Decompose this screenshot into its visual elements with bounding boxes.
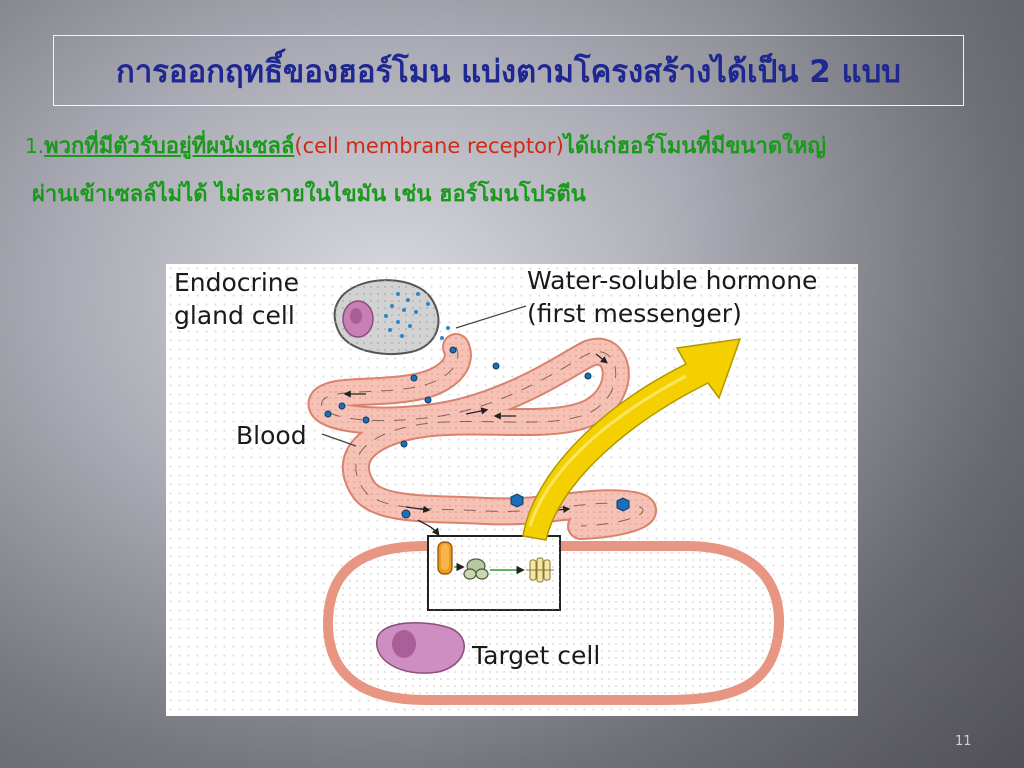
g-protein-icon — [463, 558, 489, 580]
bullet-item-1-continued: ผ่านเข้าเซลล์ไม่ได้ ไม่ละลายในไขมัน เช่น… — [32, 182, 586, 207]
label-blood: Blood — [236, 421, 307, 450]
hormone-granules — [384, 292, 450, 340]
effector-enzyme-icon — [526, 557, 554, 583]
label-water-soluble-hormone: Water-soluble hormone (first messenger) — [527, 264, 857, 330]
hormone-diagram: Endocrine gland cell Water-soluble hormo… — [166, 264, 858, 716]
label-gland-line1: Endocrine — [174, 268, 299, 297]
bullet-underlined-text: พวกที่มีตัวรับอยู่ที่ผนังเซลล์ — [44, 134, 295, 159]
slide-title: การออกฤทธิ์ของฮอร์โมน แบ่งตามโครงสร้างได… — [116, 53, 901, 90]
label-gland-line2: gland cell — [174, 301, 295, 330]
bullet-rest-text: ได้แก่ฮอร์โมนที่มีขนาดใหญ่ — [563, 134, 827, 159]
label-target-cell: Target cell — [472, 641, 601, 670]
signal-arrow-icon — [522, 338, 742, 541]
bullet-english-term: (cell membrane receptor) — [294, 134, 564, 158]
bullet-item-1: 1.พวกที่มีตัวรับอยู่ที่ผนังเซลล์(cell me… — [25, 128, 826, 163]
diagram-illustration — [307, 279, 784, 705]
title-box: การออกฤทธิ์ของฮอร์โมน แบ่งตามโครงสร้างได… — [53, 35, 964, 106]
receptor-icon — [437, 541, 453, 575]
blood-pointer-line — [321, 433, 357, 447]
slide-number: 11 — [955, 734, 972, 749]
hormone-molecule-icon — [324, 346, 630, 519]
bullet-number: 1. — [25, 134, 45, 158]
label-endocrine-gland-cell: Endocrine gland cell — [174, 266, 324, 332]
label-water-line1: Water-soluble hormone — [527, 266, 818, 295]
label-pointer-line — [455, 305, 527, 329]
label-water-line2: (first messenger) — [527, 299, 742, 328]
signal-transduction-box — [417, 519, 561, 611]
